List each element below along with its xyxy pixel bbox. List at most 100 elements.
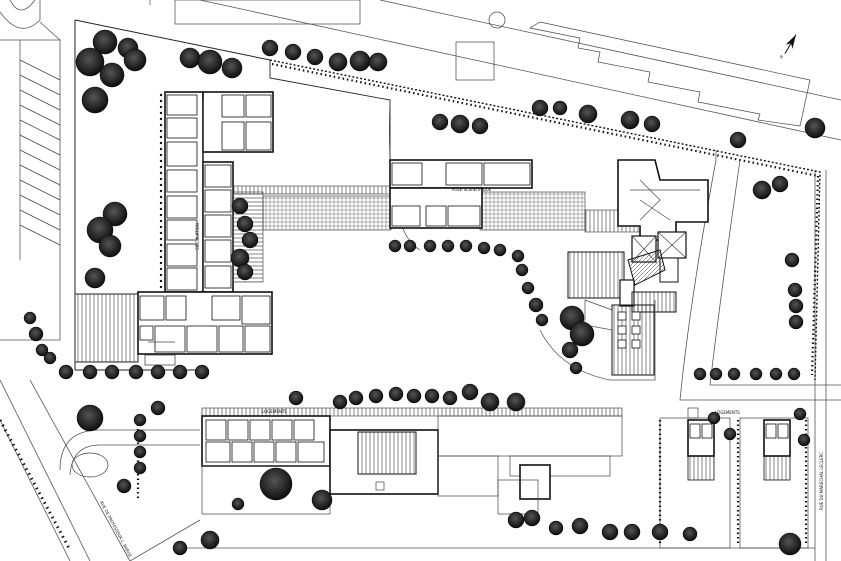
tree-icon [231,197,249,215]
tree-icon [431,113,449,131]
pole-scientifique-building: PÔLE SCIENTIFIQUE [389,159,533,229]
tree-icon [571,517,589,535]
north-arrow-icon: N [779,34,797,60]
tree-icon [493,243,507,257]
tree-icon [43,351,57,365]
tree-icon [477,241,491,255]
tree-icon [507,511,525,529]
tree-icon [709,367,723,381]
hedge-dot [159,159,163,163]
tree-icon [150,400,166,416]
tree-icon [306,48,324,66]
hedge-dot [159,153,163,157]
tree-icon [723,427,737,441]
hedge-dot [159,201,163,205]
tree-icon [388,386,404,402]
tree-icon [623,523,641,541]
tree-icon [535,313,549,327]
tree-icon [116,478,132,494]
tree-icon [707,411,721,425]
tree-icon [348,390,364,406]
tree-icon [548,520,564,536]
tree-icon [179,47,201,69]
hedge-dot [159,219,163,223]
main-building-west-wing: CIRCULATION [164,91,274,293]
tree-icon [752,180,772,200]
tree-icon [578,104,598,124]
tree-icon [729,131,747,149]
tree-icon [441,239,455,253]
tree-icon [403,239,417,253]
tree-icon [523,509,541,527]
tree-icon [82,364,98,380]
pole-scientifique-label: PÔLE SCIENTIFIQUE [452,187,492,192]
tree-icon [259,467,293,501]
tree-icon [172,540,188,556]
tree-icon [284,43,302,61]
tree-icon [98,234,122,258]
tree-icon [197,49,223,75]
tree-icon [787,367,801,381]
trees [23,29,826,556]
tree-icon [35,343,49,357]
hedge-dot [159,111,163,115]
south-long-building: LOGEMENTS [201,407,623,515]
tree-icon [75,47,105,77]
tree-icon [480,392,500,412]
main-building-south-block [137,291,273,366]
logements-center-label: LOGEMENTS [262,409,287,414]
tree-icon [99,62,125,88]
tree-icon [769,367,783,381]
tree-icon [236,263,254,281]
tree-icon [388,239,402,253]
tree-icon [288,390,304,406]
logements-right-label: LOGEMENTS [715,410,740,415]
hatched-court [74,293,139,363]
hedge-dot [159,183,163,187]
tree-icon [569,361,583,375]
hedge-dot [159,237,163,241]
tree-icon [231,497,245,511]
tree-icon [241,231,259,249]
tree-icon [406,388,422,404]
tree-icon [797,433,811,447]
tree-icon [128,364,144,380]
tree-icon [788,314,804,330]
hedge-dot [159,165,163,169]
hedge-dot [159,141,163,145]
hedge-dot [159,231,163,235]
tree-icon [311,489,333,511]
tree-icon [150,364,166,380]
tree-icon [620,110,640,130]
tree-icon [506,392,526,412]
hedge-dot [159,117,163,121]
tree-icon [332,394,348,410]
hedge-dot [159,135,163,139]
tree-icon [368,388,384,404]
hedge-dot [159,171,163,175]
right-housing-units: LOGEMENTS [659,407,809,549]
tree-icon [471,117,489,135]
tree-icon [81,86,109,114]
tree-icon [727,367,741,381]
hedge-dot [159,93,163,97]
tree-icon [423,239,437,253]
tree-icon [23,311,37,325]
tree-icon [133,429,147,443]
tree-icon [172,364,188,380]
tree-icon [531,99,549,117]
hedge-dot [159,123,163,127]
tree-icon [788,298,804,314]
hedge-dot [159,285,163,289]
hedge-dot [159,129,163,133]
tree-icon [651,523,669,541]
left-parking-stalls [19,40,61,260]
tree-icon [515,263,529,277]
tree-icon [261,39,279,57]
tree-icon [28,326,44,342]
tree-icon [92,29,118,55]
tree-icon [552,100,568,116]
tree-icon [76,404,104,432]
tree-icon [133,461,147,475]
hedge-dot [159,279,163,283]
